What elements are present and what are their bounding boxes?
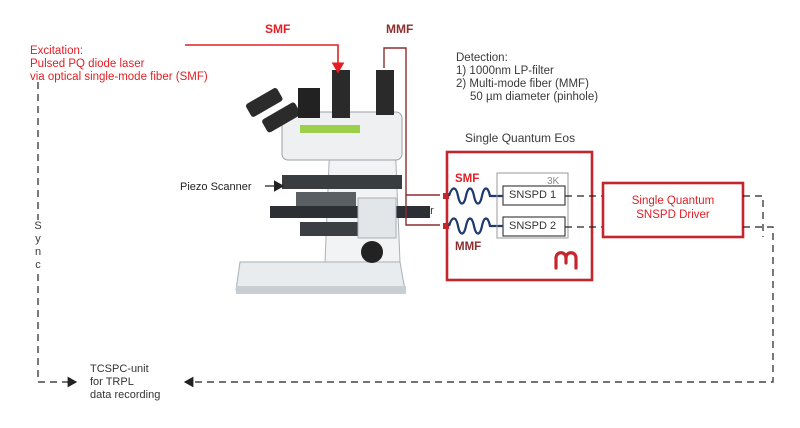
sync-label: S y n c [32,220,44,272]
mmf-detection-line [383,47,440,196]
snspd1-label: SNSPD 1 [509,189,557,201]
eos-port-mmf [443,223,449,229]
piezo-label: Piezo Scanner [180,181,252,193]
excitation-line2: via optical single-mode fiber (SMF) [30,71,208,83]
eos-mmf-label: MMF [455,241,482,253]
eos-port-smf [443,193,449,199]
tcspc-line3: data recording [90,389,161,401]
tcspc-line1: TCSPC-unit [90,363,149,375]
driver-output-link-1 [743,195,764,237]
smf-coil [447,187,503,205]
or-label: or [424,205,434,217]
detection-item1: 1) 1000nm LP-filter [456,65,554,77]
excitation-title: Excitation: [30,45,84,57]
mmf-detection-branch [405,195,440,226]
eos-smf-label: SMF [455,173,480,185]
driver-line1: Single Quantum [631,195,715,207]
cryo-region [496,172,569,239]
eos-box [445,150,594,282]
detection-item3: 50 µm diameter (pinhole) [470,91,599,103]
detection-item2: 2) Multi-mode fiber (MMF) [456,78,589,90]
mmf-coil [447,217,503,235]
snspd2-label: SNSPD 2 [509,220,557,232]
smf-top-label: SMF [265,22,291,36]
single-quantum-logo [554,251,578,270]
microscope-illustration [235,70,430,294]
mmf-top-label: MMF [386,22,414,36]
smf-excitation-arrow [185,44,345,74]
sync-line [37,82,78,388]
driver-output-link-2 [183,226,774,388]
excitation-line1: Pulsed PQ diode laser [30,58,145,70]
driver-box [601,181,745,239]
tcspc-line2: for TRPL [90,376,134,388]
eos-title: Single Quantum Eos [465,131,576,145]
cryo-label: 3K [547,176,560,187]
driver-line2: SNSPD Driver [636,209,710,221]
detection-title: Detection: [456,52,508,64]
